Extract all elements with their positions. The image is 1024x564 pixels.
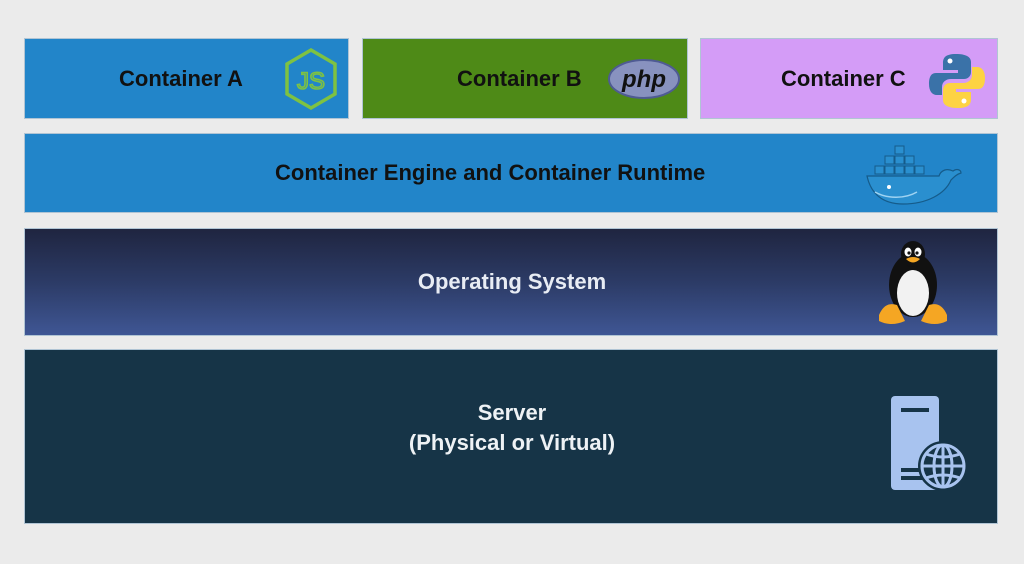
container-b-box: Container B php — [362, 38, 688, 119]
linux-tux-icon — [875, 237, 951, 327]
operating-system-label: Operating System — [417, 269, 607, 294]
php-icon-text: php — [621, 66, 666, 93]
server-label: Server (Physical or Virtual) — [25, 398, 999, 458]
server-layer: Server (Physical or Virtual) — [24, 349, 998, 524]
container-c-box: Container C — [700, 38, 998, 119]
php-icon: php — [607, 58, 681, 100]
container-a-box: Container A JS — [24, 38, 349, 119]
container-engine-label: Container Engine and Container Runtime — [275, 160, 706, 185]
server-label-line1: Server — [477, 400, 547, 425]
container-c-label: Container C — [781, 66, 906, 91]
container-a-label: Container A — [119, 66, 243, 91]
container-engine-layer: Container Engine and Container Runtime — [24, 133, 998, 213]
server-label-line2: (Physical or Virtual) — [408, 430, 616, 455]
server-globe-icon — [887, 394, 971, 494]
operating-system-layer: Operating System — [24, 228, 998, 336]
python-icon — [927, 51, 987, 111]
svg-text:JS: JS — [297, 68, 325, 95]
container-b-label: Container B — [457, 66, 582, 91]
docker-whale-icon — [865, 144, 965, 206]
nodejs-icon: JS — [283, 47, 339, 111]
